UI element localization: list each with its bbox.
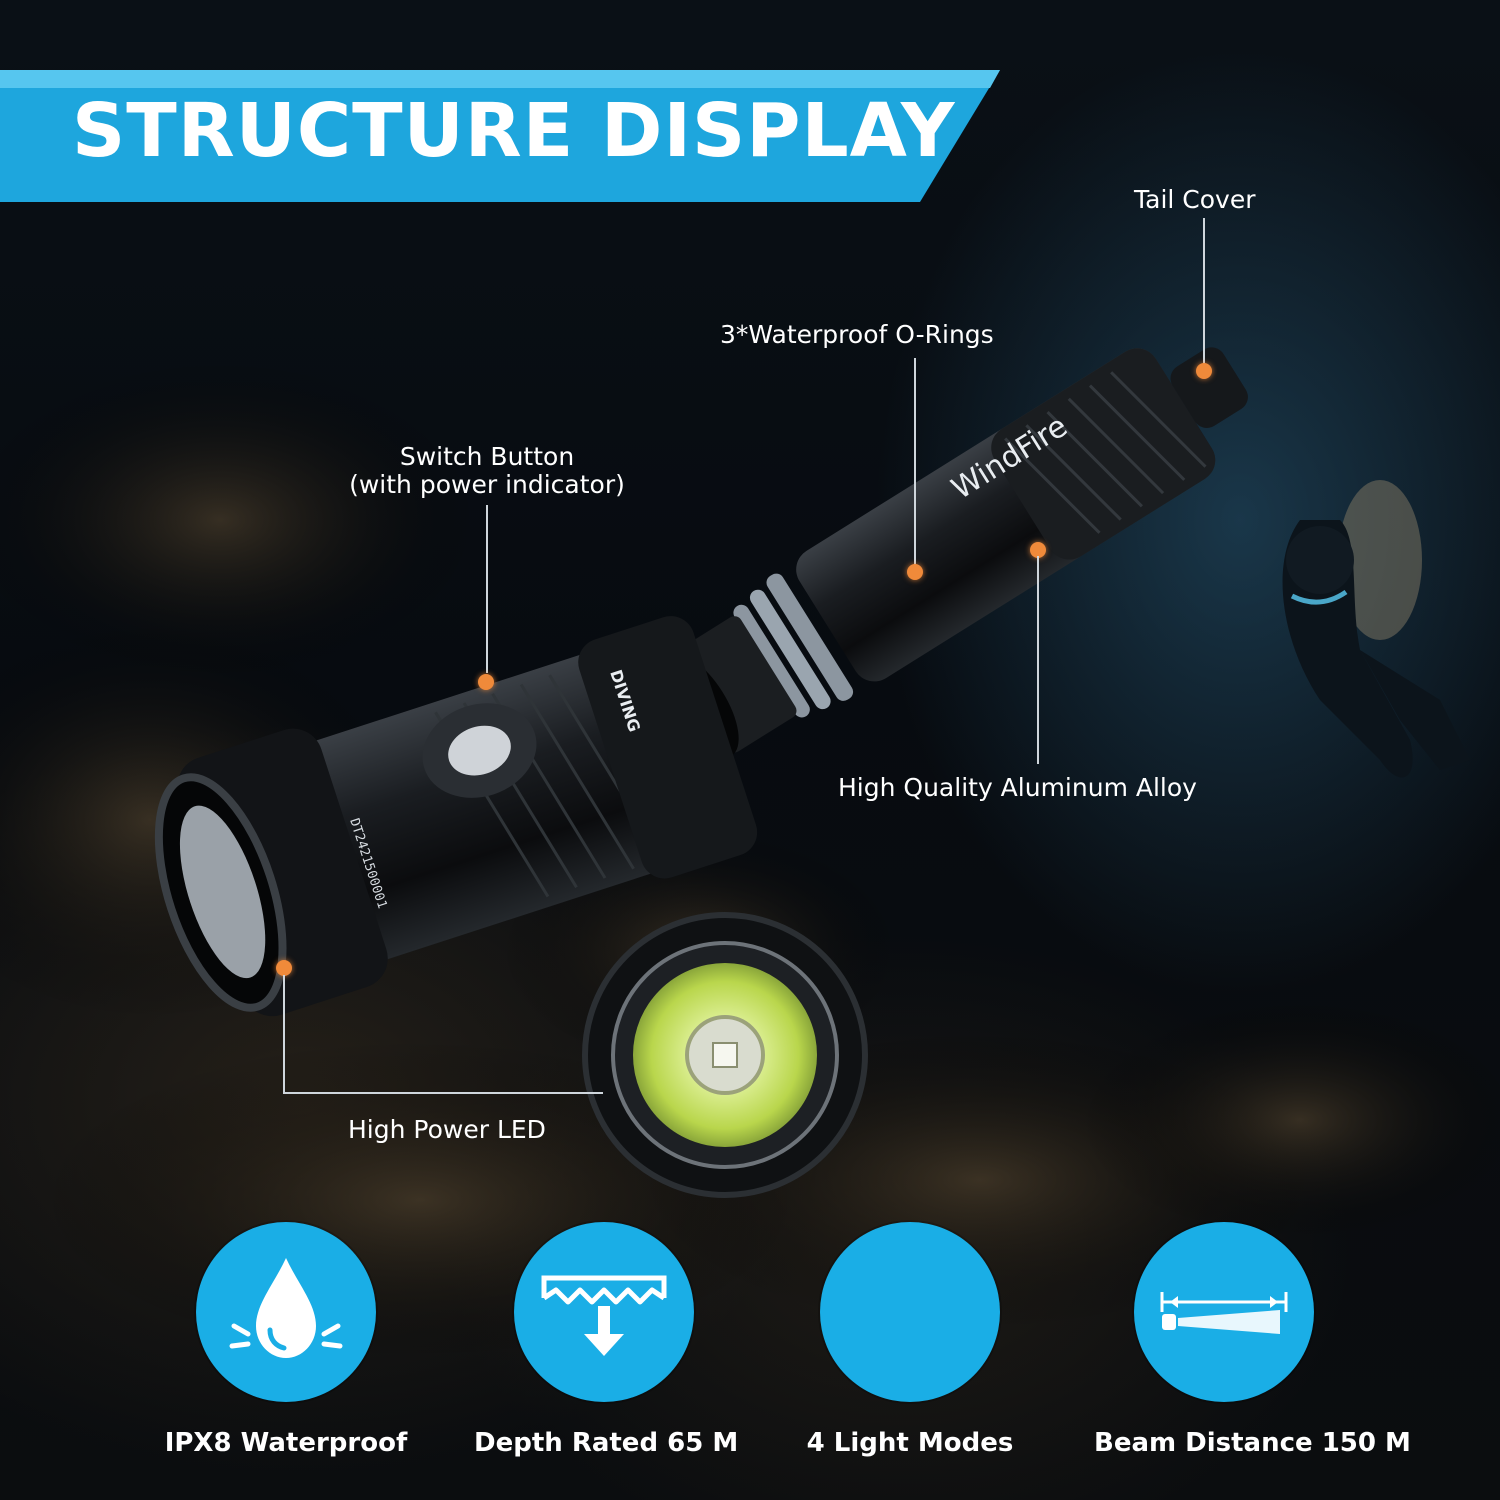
feature-depth bbox=[514, 1222, 694, 1402]
title-banner-highlight bbox=[0, 70, 1000, 88]
feature-beam-distance bbox=[1134, 1222, 1314, 1402]
callout-o-rings-label: 3*Waterproof O-Rings bbox=[720, 320, 994, 349]
callout-switch-label-line2: (with power indicator) bbox=[349, 470, 625, 499]
beam-distance-icon bbox=[1160, 1292, 1288, 1334]
callout-switch-label-line1: Switch Button bbox=[399, 442, 575, 471]
lens-front bbox=[582, 912, 868, 1198]
diver-silhouette bbox=[1282, 480, 1470, 778]
feature-light-modes-label: 4 Light Modes bbox=[806, 1428, 1014, 1458]
callout-led-line-horizontal bbox=[283, 1092, 603, 1094]
callout-aluminum-label: High Quality Aluminum Alloy bbox=[838, 773, 1197, 802]
light-modes-icon bbox=[820, 1222, 1000, 1402]
feature-waterproof-label: IPX8 Waterproof bbox=[164, 1428, 408, 1458]
callout-o-rings-dot bbox=[907, 564, 923, 580]
tail-section bbox=[662, 347, 1248, 758]
feature-depth-label: Depth Rated 65 M bbox=[474, 1428, 739, 1458]
callout-switch-line bbox=[486, 505, 488, 673]
title-banner bbox=[0, 70, 1000, 202]
callout-led-line-vertical bbox=[283, 975, 285, 1093]
callout-led-label: High Power LED bbox=[348, 1115, 546, 1144]
water-drop-icon bbox=[229, 1258, 343, 1358]
callout-tail-cover-label: Tail Cover bbox=[1134, 185, 1256, 214]
head-section bbox=[154, 616, 758, 1017]
depth-arrow-icon bbox=[541, 1275, 667, 1356]
callout-led-dot bbox=[276, 960, 292, 976]
callout-aluminum-dot bbox=[1030, 542, 1046, 558]
feature-beam-distance-label: Beam Distance 150 M bbox=[1094, 1428, 1411, 1458]
feature-waterproof bbox=[196, 1222, 376, 1402]
callout-aluminum-line bbox=[1037, 556, 1039, 764]
page-title: STRUCTURE DISPLAY bbox=[72, 88, 956, 174]
callout-o-rings-line bbox=[914, 358, 916, 565]
feature-light-modes bbox=[820, 1222, 1000, 1402]
callout-tail-cover-line bbox=[1203, 218, 1205, 364]
callout-tail-cover-dot bbox=[1196, 363, 1212, 379]
callout-switch-dot bbox=[478, 674, 494, 690]
